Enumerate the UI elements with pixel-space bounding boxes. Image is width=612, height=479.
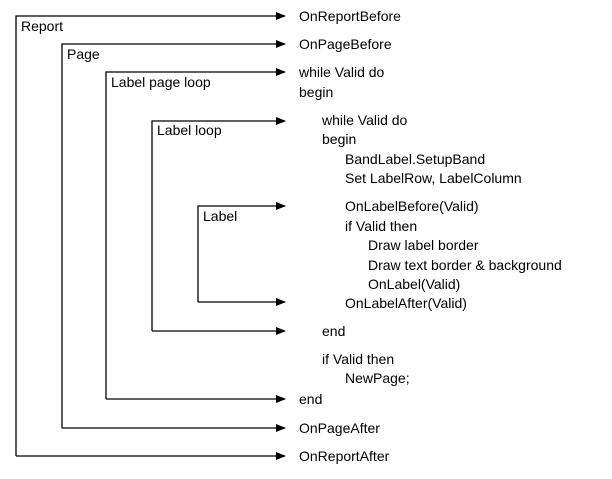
code-end-outer: end: [299, 391, 323, 407]
on-report-after-text: OnReportAfter: [299, 448, 390, 464]
code-if-valid-newpage: if Valid then: [322, 351, 395, 367]
code-begin-inner: begin: [322, 131, 357, 147]
label-page-loop-arrow-top: [105, 68, 286, 93]
code-on-label-after: OnLabelAfter(Valid): [345, 295, 467, 311]
code-while-inner: while Valid do: [322, 112, 408, 128]
label-page-loop-label: Label page loop: [111, 74, 211, 90]
code-set-label: Set LabelRow, LabelColumn: [345, 170, 522, 186]
label-loop-arrow-top: [151, 117, 286, 142]
report-arrow-top: [15, 12, 286, 37]
on-report-before-text: OnReportBefore: [299, 8, 401, 24]
code-while-outer: while Valid do: [299, 64, 385, 80]
report-bracket: [15, 12, 286, 460]
page-label: Page: [67, 46, 100, 62]
code-if-valid: if Valid then: [345, 218, 418, 234]
code-new-page: NewPage;: [345, 370, 410, 386]
code-end-inner: end: [322, 323, 346, 339]
code-draw-label-border: Draw label border: [368, 237, 479, 253]
report-label: Report: [21, 18, 64, 34]
label-loop-label: Label loop: [157, 122, 222, 138]
label-arrow-top: [197, 202, 286, 228]
code-setup-band: BandLabel.SetupBand: [345, 151, 486, 167]
code-on-label: OnLabel(Valid): [368, 276, 461, 292]
label-page-loop-bracket: [105, 68, 286, 403]
label-loop-bracket: [151, 117, 286, 335]
code-on-label-before: OnLabelBefore(Valid): [345, 198, 479, 214]
page-arrow-top: [61, 40, 286, 65]
page-bracket: [61, 40, 286, 432]
on-page-before-text: OnPageBefore: [299, 36, 392, 52]
code-draw-text-border: Draw text border & background: [368, 257, 562, 273]
code-begin-outer: begin: [299, 84, 334, 100]
label-bracket: [197, 202, 286, 306]
on-page-after-text: OnPageAfter: [299, 420, 380, 436]
label-label: Label: [203, 208, 238, 224]
